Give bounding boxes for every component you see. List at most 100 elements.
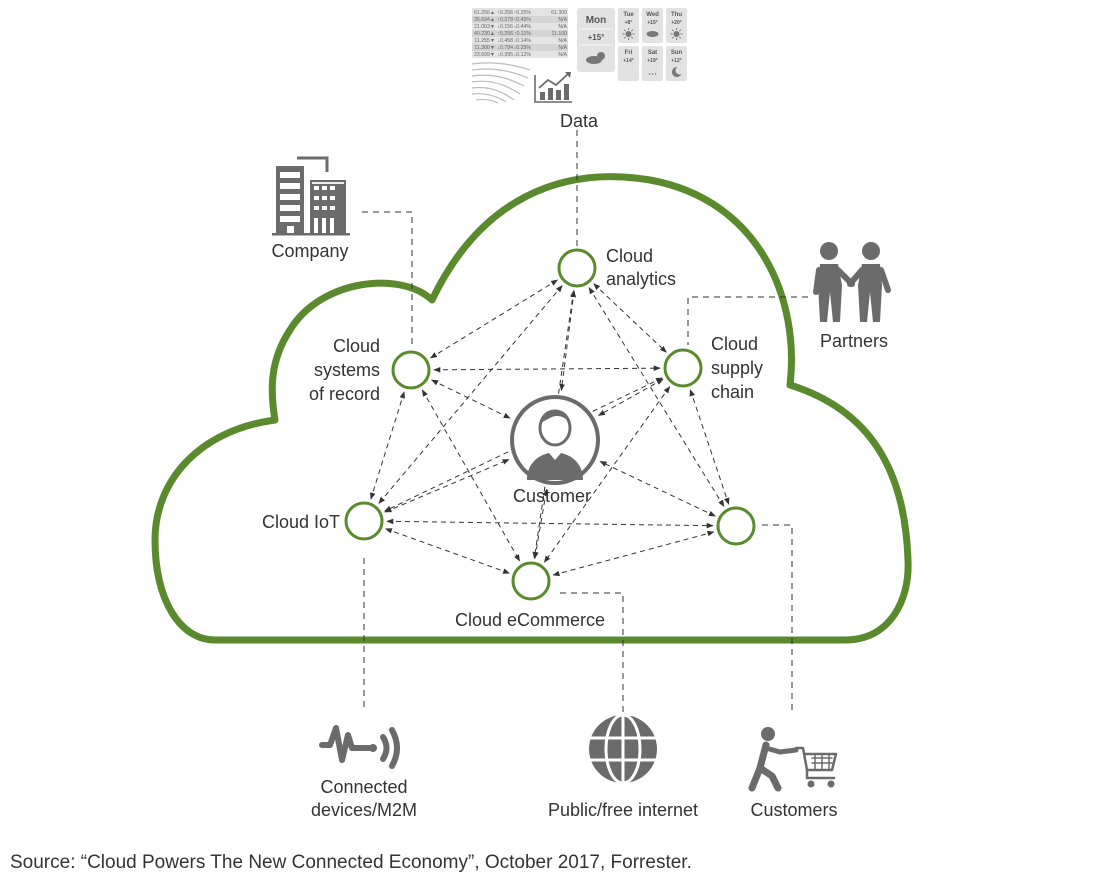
edge-iot-ecommerce — [384, 528, 511, 574]
edge-analytics-records — [429, 279, 559, 359]
stock-cell: ↓0.12% — [514, 52, 532, 58]
stock-cell: 35.694▲ — [474, 17, 495, 23]
connector-company — [362, 211, 413, 348]
label-customers: Customers — [750, 800, 837, 820]
moon-icon — [671, 66, 682, 77]
source-citation: Source: “Cloud Powers The New Connected … — [10, 852, 692, 873]
customer-node[interactable] — [510, 395, 600, 485]
node-cloud-systems-of-record[interactable] — [391, 350, 431, 390]
weather-widget: Mon +15° Tue+8° Wed +15° Thu +20° Fri +14° Sat +… — [577, 8, 687, 81]
weather-day-temp: +19° — [647, 58, 657, 64]
stock-cell: ↑5.256 — [497, 31, 513, 37]
edge-ecommerce-customer — [533, 488, 549, 560]
stock-row-bg — [472, 30, 568, 37]
svg-text:Mon: Mon — [586, 15, 607, 26]
stock-cell: 61.300 — [551, 10, 567, 16]
connector-customers — [762, 524, 793, 712]
weather-day-name: Wed — [646, 12, 659, 18]
sun-icon — [670, 28, 683, 40]
edge-iot-customerapps — [386, 518, 714, 529]
label-company: Company — [271, 241, 348, 261]
node-cloud-analytics[interactable] — [557, 248, 597, 288]
edge-analytics-customerapps — [588, 286, 725, 508]
edge-supply-customerapps — [689, 389, 730, 505]
weather-day-name: Thu — [671, 12, 682, 18]
weather-day-card: Thu +20° — [666, 8, 687, 43]
label-public-internet: Public/free internet — [548, 800, 698, 820]
stock-cell: ↑0.45% — [514, 17, 532, 23]
stock-cell: N/A — [558, 38, 567, 44]
data-panel: 61.256▲↑0.256↑0.25%61.30035.694▲↑0.278↑0… — [471, 8, 687, 131]
edge-ecommerce-customerapps — [552, 530, 715, 577]
stock-cell: 11.255▼ — [474, 38, 495, 44]
shopper-cart-icon — [748, 727, 838, 792]
weather-day-card: Sun+12° — [666, 46, 687, 81]
stock-cell: 40.230▲ — [474, 31, 495, 37]
edge-analytics-supply — [593, 283, 667, 353]
stock-cell: ↑0.25% — [514, 10, 532, 16]
stock-cell: N/A — [558, 45, 567, 51]
cloud-outline — [151, 173, 912, 644]
cloud-nodes — [344, 248, 756, 601]
weather-day-card: Fri +14° — [618, 46, 639, 81]
weather-day-temp: +15° — [647, 20, 657, 26]
edge-records-customer — [431, 379, 511, 419]
weather-day-card: Tue+8° — [618, 8, 639, 43]
node-edges — [370, 279, 730, 577]
weather-day-name: Fri — [625, 50, 633, 56]
edge-records-supply — [433, 365, 661, 373]
stock-cell: 11.100 — [552, 31, 568, 37]
node-customer-apps[interactable] — [716, 506, 756, 546]
weather-day-name: Sat — [648, 50, 657, 56]
label-data: Data — [560, 111, 599, 131]
weather-day-card: Wed +15° — [642, 8, 663, 43]
weather-day-temp: +20° — [671, 20, 681, 26]
stock-cell: ↑0.11% — [514, 31, 531, 37]
edge-records-iot — [370, 391, 405, 500]
stock-cell: ↓0.44% — [514, 24, 532, 30]
stock-cell: ↓0.14% — [514, 38, 532, 44]
sun-icon — [622, 28, 635, 40]
stock-cell: ↓0.458 — [497, 38, 513, 44]
partners-handshake-icon — [813, 242, 891, 322]
chart-icon — [534, 72, 572, 103]
node-cloud-supply-chain[interactable] — [663, 348, 703, 388]
edge-iot-customer — [384, 459, 510, 513]
label-cloud-ecommerce: Cloud eCommerce — [455, 610, 605, 630]
node-cloud-iot[interactable] — [344, 501, 384, 541]
weather-day-temp: +14° — [623, 58, 633, 64]
weather-day-temp: +12° — [671, 58, 681, 64]
stock-cell: 11.300▼ — [474, 45, 495, 51]
globe-internet-icon — [589, 713, 657, 785]
edge-analytics-customer — [559, 290, 577, 392]
stock-cell: ↓0.784 — [497, 45, 513, 51]
edge-customerapps-customer — [599, 461, 716, 517]
stock-cell: 23.699▼ — [474, 52, 495, 58]
stock-table: 61.256▲↑0.256↑0.25%61.30035.694▲↑0.278↑0… — [472, 8, 568, 58]
stock-cell: N/A — [558, 52, 567, 58]
weather-day-card: Sat +19° — [642, 46, 663, 81]
svg-text:+15°: +15° — [588, 33, 605, 42]
label-customer: Customer — [513, 486, 591, 506]
stock-cell: ↓0.156 — [497, 24, 513, 30]
company-building-icon — [272, 156, 350, 236]
stock-row-bg — [472, 44, 568, 51]
stock-cell: ↑0.256 — [497, 10, 513, 16]
stock-cell: ↓0.25% — [514, 45, 532, 51]
weather-main-card — [577, 8, 615, 72]
weather-day-temp: +8° — [625, 20, 633, 26]
customer-person-icon — [527, 409, 583, 480]
stock-cell: 21.063▼ — [474, 24, 495, 30]
connected-device-signal-icon — [319, 725, 400, 769]
label-cloud-iot: Cloud IoT — [262, 512, 340, 532]
stock-cell: N/A — [558, 24, 567, 30]
binary-stream-graphic — [471, 62, 531, 104]
stock-cell: 61.256▲ — [474, 10, 495, 16]
node-cloud-ecommerce[interactable] — [511, 561, 551, 601]
